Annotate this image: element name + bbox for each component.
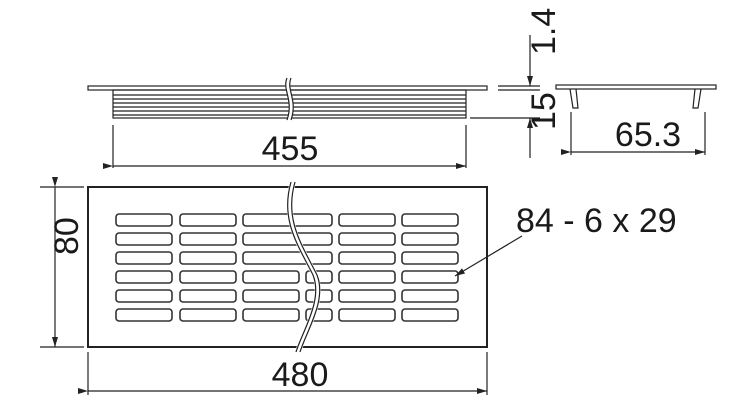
vent-slot (401, 251, 459, 265)
vent-slot (115, 308, 173, 322)
vent-slot (179, 289, 237, 303)
side-view: 65.3 (555, 84, 717, 155)
vent-slot (338, 213, 396, 227)
vent-slot (338, 270, 396, 284)
vent-slot (338, 251, 396, 265)
vent-slot (242, 289, 300, 303)
vent-slot (179, 251, 237, 265)
vent-slot (242, 308, 300, 322)
front-view: 80 480 84 - 6 x 29 (40, 177, 677, 395)
dim-80: 80 (48, 217, 86, 255)
dim-15: 15 (525, 92, 563, 130)
vent-slot (179, 213, 237, 227)
dim-65-3: 65.3 (615, 116, 681, 154)
vent-slot (242, 232, 333, 246)
vent-slot (401, 213, 459, 227)
dim-480: 480 (272, 356, 329, 394)
top-view: 455 1.4 15 (87, 8, 563, 169)
vent-slot (242, 270, 300, 284)
vent-slot (179, 270, 237, 284)
slot-grid (115, 213, 459, 322)
vent-slot (115, 232, 173, 246)
vent-slot (401, 308, 459, 322)
vent-slot (401, 289, 459, 303)
slots-note: 84 - 6 x 29 (516, 202, 677, 240)
vent-slot (401, 232, 459, 246)
leader-arrow (454, 235, 523, 277)
vent-slot (179, 232, 237, 246)
dim-455: 455 (262, 130, 319, 168)
dim-1-4: 1.4 (525, 8, 563, 55)
vent-slot (115, 251, 173, 265)
vent-slot (242, 251, 333, 265)
vent-slot (115, 289, 173, 303)
vent-slot (179, 308, 237, 322)
vent-slot (338, 232, 396, 246)
vent-slot (338, 308, 396, 322)
vent-slot (401, 270, 459, 284)
vent-slot (115, 213, 173, 227)
vent-slot (338, 289, 396, 303)
vent-slot (115, 270, 173, 284)
